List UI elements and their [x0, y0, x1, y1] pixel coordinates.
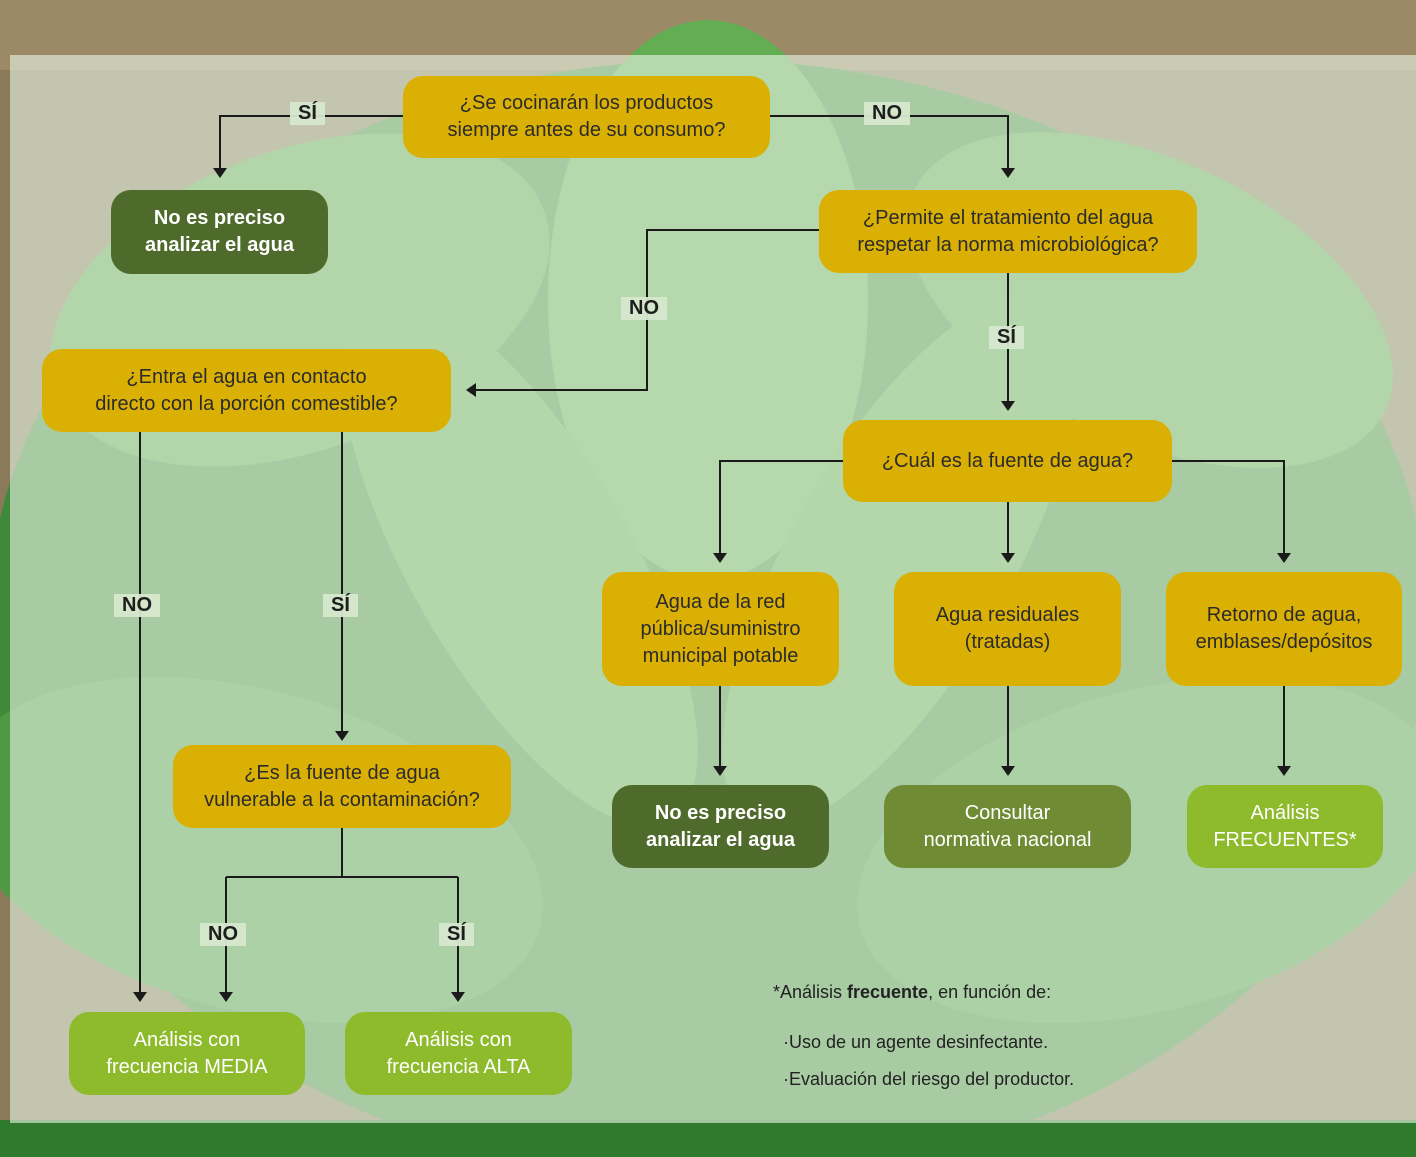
- edge-label-cook-no: NO: [864, 102, 910, 125]
- question-cook-before-consumption: ¿Se cocinarán los productos siempre ante…: [403, 76, 770, 158]
- edge-label-cook-yes: SÍ: [290, 102, 325, 125]
- edge-label-treatment-yes: SÍ: [989, 326, 1024, 349]
- footnote-suffix: , en función de:: [928, 982, 1052, 1002]
- footnote-prefix: *Análisis: [773, 982, 848, 1002]
- result-no-water-analysis: No es preciso analizar el agua: [111, 190, 328, 274]
- footnote-bold: frecuente: [847, 982, 929, 1002]
- result-medium-frequency-analysis: Análisis con frecuencia MEDIA: [69, 1012, 305, 1095]
- result-high-frequency-analysis: Análisis con frecuencia ALTA: [345, 1012, 572, 1095]
- edge-label-contact-no: NO: [114, 594, 160, 617]
- source-public-network: Agua de la red pública/suministro munici…: [602, 572, 839, 686]
- result-no-water-analysis-public: No es preciso analizar el agua: [612, 785, 829, 868]
- edge-label-treatment-no: NO: [621, 297, 667, 320]
- edge-label-contact-yes: SÍ: [323, 594, 358, 617]
- source-return-water: Retorno de agua, emblases/depósitos: [1166, 572, 1402, 686]
- footnote-item-risk-evaluation: ·Evaluación del riesgo del productor.: [783, 1069, 1075, 1089]
- source-treated-wastewater: Agua residuales (tratadas): [894, 572, 1121, 686]
- question-source-vulnerable: ¿Es la fuente de agua vulnerable a la co…: [173, 745, 511, 828]
- footnote-heading: *Análisis frecuente, en función de:: [773, 982, 1051, 1003]
- question-direct-contact-edible: ¿Entra el agua en contacto directo con l…: [42, 349, 451, 432]
- result-consult-national-regulation: Consultar normativa nacional: [884, 785, 1131, 868]
- result-frequent-analysis: Análisis FRECUENTES*: [1187, 785, 1383, 868]
- footnote-item-disinfectant: ·Uso de un agente desinfectante.: [783, 1032, 1049, 1052]
- edge-label-vulnerable-yes: SÍ: [439, 923, 474, 946]
- edge-label-vulnerable-no: NO: [200, 923, 246, 946]
- question-water-source: ¿Cuál es la fuente de agua?: [843, 420, 1172, 502]
- question-treatment-meets-standard: ¿Permite el tratamiento del agua respeta…: [819, 190, 1197, 273]
